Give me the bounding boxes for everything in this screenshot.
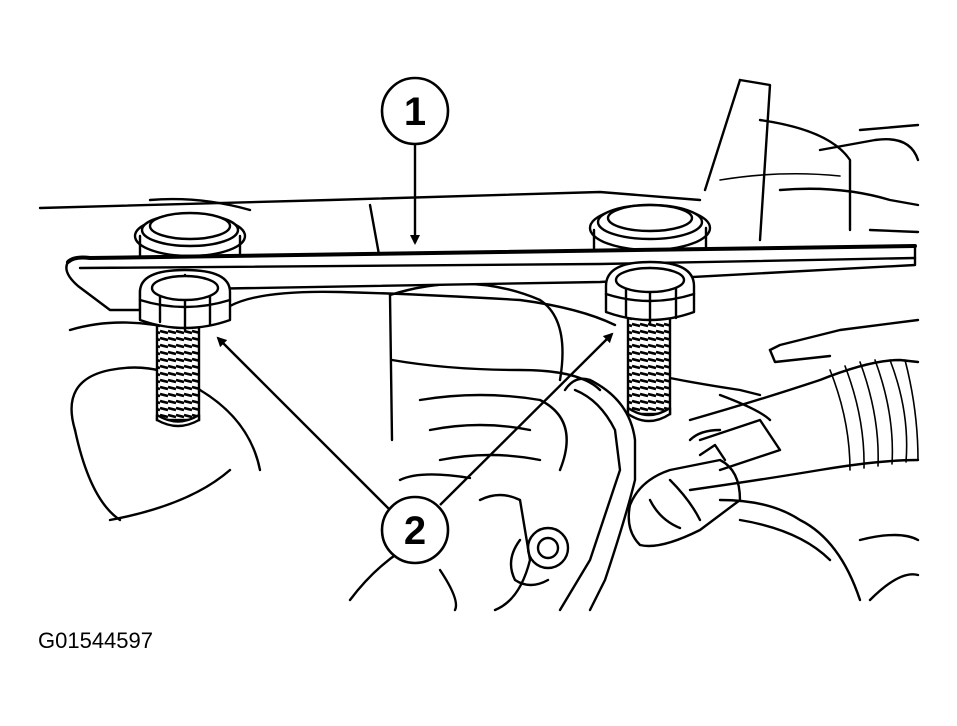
callout-2: 2 [380,495,450,565]
callout-1-label: 1 [404,90,426,134]
callout-2-leader-left [216,336,393,513]
callout-2-label: 2 [404,509,426,553]
callout-leaders [216,143,614,513]
callout-2-leader-right [439,332,614,506]
callout-1: 1 [380,76,450,146]
figure-id: G01544597 [38,628,153,653]
upper-right-nut [588,203,712,252]
exhaust-bracket [65,244,917,327]
left-bolt [138,268,232,428]
background-structure [38,78,920,612]
right-bolt [604,260,696,423]
upper-left-nut [133,211,247,260]
